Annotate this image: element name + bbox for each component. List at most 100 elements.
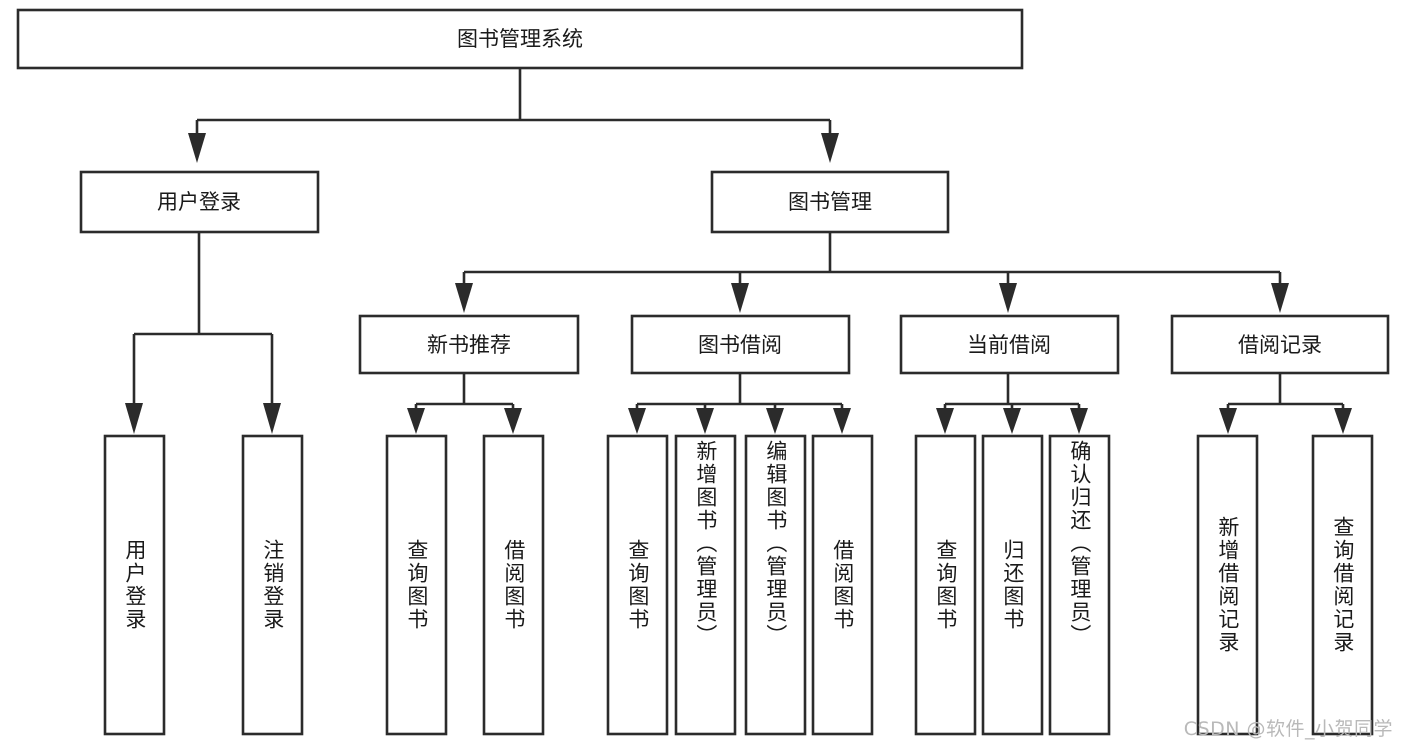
arrow-head-borrow-record <box>1271 283 1289 313</box>
node-leaf-cur-query[interactable]: 查询图书 <box>914 434 977 736</box>
arrow-head-leaf-rec-borrow <box>504 408 522 434</box>
node-leaf-cur-return-box[interactable] <box>981 434 1044 736</box>
arrow-head-leaf-rec-search <box>1334 408 1352 434</box>
arrow-head-leaf-rec-query <box>407 408 425 434</box>
node-leaf-cur-query-text-area: 查询图书 <box>933 539 958 631</box>
node-book-borrow-box[interactable] <box>630 314 851 375</box>
arrow-head-new-book-rec <box>455 283 473 313</box>
node-leaf-cur-return-label: 归还图书 <box>1000 539 1025 631</box>
node-new-book-rec[interactable]: 新书推荐 <box>358 314 580 375</box>
node-leaf-borrow-edit[interactable]: 编辑图书（管理员） <box>744 434 807 736</box>
node-root-label: 图书管理系统 <box>457 27 583 51</box>
node-leaf-rec-search[interactable]: 查询借阅记录 <box>1311 434 1374 736</box>
node-leaf-cur-confirm-text-area: 确认归还（管理员） <box>1067 440 1092 647</box>
node-leaf-user-logout-label: 注销登录 <box>260 539 285 631</box>
node-leaf-borrow-add-box[interactable] <box>674 434 737 736</box>
arrow-head-user-login <box>188 133 206 163</box>
node-leaf-rec-search-text-area: 查询借阅记录 <box>1330 516 1355 654</box>
connector-group-new-book-rec <box>407 373 522 434</box>
node-leaf-rec-search-box[interactable] <box>1311 434 1374 736</box>
node-leaf-user-login-label: 用户登录 <box>122 539 147 631</box>
node-leaf-user-logout-text-area: 注销登录 <box>260 539 285 631</box>
arrow-head-book-manage <box>821 133 839 163</box>
arrow-head-leaf-user-login <box>125 403 143 434</box>
node-leaf-rec-add-text-area: 新增借阅记录 <box>1215 516 1240 654</box>
node-current-borrow-box[interactable] <box>899 314 1120 375</box>
node-leaf-borrow-edit-box[interactable] <box>744 434 807 736</box>
node-current-borrow-label: 当前借阅 <box>967 333 1051 357</box>
node-new-book-rec-label: 新书推荐 <box>427 333 511 357</box>
node-leaf-borrow-lend-label: 借阅图书 <box>830 539 855 631</box>
node-leaf-cur-return-text-area: 归还图书 <box>1000 539 1025 631</box>
node-leaf-borrow-add-label: 新增图书（管理员） <box>693 440 718 647</box>
node-leaf-rec-search-label: 查询借阅记录 <box>1330 516 1355 654</box>
node-leaf-borrow-add[interactable]: 新增图书（管理员） <box>674 434 737 736</box>
connector-group-current-borrow <box>936 373 1088 434</box>
node-leaf-borrow-query[interactable]: 查询图书 <box>606 434 669 736</box>
node-leaf-borrow-lend[interactable]: 借阅图书 <box>811 434 874 736</box>
node-leaf-cur-query-label: 查询图书 <box>933 539 958 631</box>
node-leaf-borrow-lend-box[interactable] <box>811 434 874 736</box>
node-borrow-record-box[interactable] <box>1170 314 1390 375</box>
node-leaf-cur-query-box[interactable] <box>914 434 977 736</box>
connector-group-book-borrow <box>628 373 851 434</box>
connector-group-user-login <box>125 232 281 434</box>
node-leaf-rec-add-label: 新增借阅记录 <box>1215 516 1240 654</box>
node-root[interactable]: 图书管理系统 <box>16 8 1024 70</box>
node-book-borrow-label: 图书借阅 <box>698 333 782 357</box>
node-leaf-rec-add-box[interactable] <box>1196 434 1259 736</box>
node-user-login-box[interactable] <box>79 170 320 234</box>
node-leaf-user-login-box[interactable] <box>103 434 166 736</box>
node-leaf-rec-borrow-text-area: 借阅图书 <box>501 539 526 631</box>
node-leaf-cur-confirm[interactable]: 确认归还（管理员） <box>1048 434 1111 736</box>
arrow-head-leaf-borrow-query <box>628 408 646 434</box>
node-leaf-borrow-lend-text-area: 借阅图书 <box>830 539 855 631</box>
node-leaf-cur-confirm-box[interactable] <box>1048 434 1111 736</box>
node-leaf-rec-borrow[interactable]: 借阅图书 <box>482 434 545 736</box>
arrow-head-leaf-borrow-edit <box>766 408 784 434</box>
node-leaf-rec-borrow-label: 借阅图书 <box>501 539 526 631</box>
arrow-head-leaf-cur-query <box>936 408 954 434</box>
node-leaf-user-logout-box[interactable] <box>241 434 304 736</box>
arrow-head-leaf-borrow-add <box>696 408 714 434</box>
node-leaf-rec-borrow-box[interactable] <box>482 434 545 736</box>
node-new-book-rec-box[interactable] <box>358 314 580 375</box>
node-user-login-label: 用户登录 <box>157 190 241 214</box>
node-leaf-user-logout[interactable]: 注销登录 <box>241 434 304 736</box>
node-leaf-cur-return[interactable]: 归还图书 <box>981 434 1044 736</box>
node-leaf-borrow-query-box[interactable] <box>606 434 669 736</box>
node-leaf-borrow-add-text-area: 新增图书（管理员） <box>693 440 718 647</box>
node-root-box[interactable] <box>16 8 1024 70</box>
node-borrow-record-label: 借阅记录 <box>1238 333 1322 357</box>
arrow-head-current-borrow <box>999 283 1017 313</box>
node-leaf-borrow-query-text-area: 查询图书 <box>625 539 650 631</box>
node-borrow-record[interactable]: 借阅记录 <box>1170 314 1390 375</box>
node-leaf-borrow-edit-text-area: 编辑图书（管理员） <box>763 440 788 647</box>
node-leaf-user-login[interactable]: 用户登录 <box>103 434 166 736</box>
node-leaf-rec-query[interactable]: 查询图书 <box>385 434 448 736</box>
node-leaf-borrow-query-label: 查询图书 <box>625 539 650 631</box>
connector-group-borrow-record <box>1219 373 1352 434</box>
connector-group-root <box>188 68 839 163</box>
node-leaf-rec-query-label: 查询图书 <box>404 539 429 631</box>
arrow-head-leaf-user-logout <box>263 403 281 434</box>
node-book-manage-box[interactable] <box>710 170 950 234</box>
node-user-login[interactable]: 用户登录 <box>79 170 320 234</box>
node-leaf-rec-query-text-area: 查询图书 <box>404 539 429 631</box>
arrow-head-leaf-rec-add <box>1219 408 1237 434</box>
arrow-head-leaf-borrow-lend <box>833 408 851 434</box>
node-book-manage[interactable]: 图书管理 <box>710 170 950 234</box>
arrow-head-book-borrow <box>731 283 749 313</box>
node-book-borrow[interactable]: 图书借阅 <box>630 314 851 375</box>
node-leaf-user-login-text-area: 用户登录 <box>122 539 147 631</box>
node-leaf-rec-add[interactable]: 新增借阅记录 <box>1196 434 1259 736</box>
node-leaf-rec-query-box[interactable] <box>385 434 448 736</box>
arrow-head-leaf-cur-return <box>1003 408 1021 434</box>
node-current-borrow[interactable]: 当前借阅 <box>899 314 1120 375</box>
node-leaf-cur-confirm-label: 确认归还（管理员） <box>1067 440 1092 647</box>
arrow-head-leaf-cur-confirm <box>1070 408 1088 434</box>
node-book-manage-label: 图书管理 <box>788 190 872 214</box>
node-leaf-borrow-edit-label: 编辑图书（管理员） <box>763 440 788 647</box>
